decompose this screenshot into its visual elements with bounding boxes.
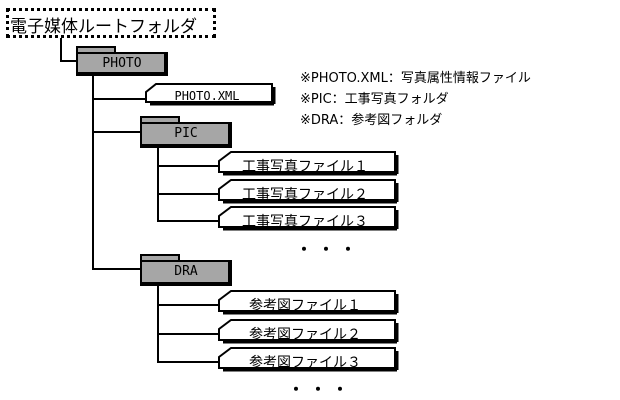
pic-file-1: 工事写真ファイル１: [218, 151, 399, 176]
photo-folder-icon: PHOTO: [76, 46, 168, 76]
dra-file-2: 参考図ファイル２: [218, 319, 399, 344]
dra-file-3-label: 参考図ファイル３: [249, 355, 361, 371]
file-icon: [218, 179, 399, 204]
photo-folder-body: [76, 52, 168, 76]
pic-folder-label: PIC: [174, 126, 198, 141]
connector-dra-trunk: [157, 283, 159, 363]
pic-file-2: 工事写真ファイル２: [218, 179, 399, 204]
connector-pic-file3: [157, 220, 219, 222]
dra-file-1-label: 参考図ファイル１: [249, 298, 361, 314]
connector-photo-trunk: [92, 74, 94, 270]
file-icon: [218, 347, 399, 372]
note-photo-xml: ※PHOTO.XML：写真属性情報ファイル: [300, 71, 531, 86]
photo-folder-label: PHOTO: [102, 56, 142, 71]
connector-dra-file3: [157, 361, 219, 363]
connector-pic-trunk: [157, 146, 159, 222]
dra-folder-body: [140, 260, 232, 286]
connector-dra-file2: [157, 333, 219, 335]
pic-file-2-label: 工事写真ファイル２: [242, 187, 368, 203]
pic-folder-body: [140, 122, 232, 148]
connector-pic-file1: [157, 165, 219, 167]
note-dra: ※DRA：参考図フォルダ: [300, 113, 443, 128]
connector-photo-to-dra: [92, 268, 140, 270]
file-icon: [218, 319, 399, 344]
pic-file-3-label: 工事写真ファイル３: [242, 214, 368, 230]
connector-root-down: [60, 38, 62, 62]
root-folder-box: [6, 8, 216, 38]
file-icon: [218, 290, 399, 315]
connector-photo-to-pic: [92, 131, 140, 133]
file-icon: [145, 83, 276, 106]
pic-file-1-label: 工事写真ファイル１: [242, 159, 368, 175]
connector-pic-file2: [157, 193, 219, 195]
dra-folder-label: DRA: [174, 264, 198, 279]
connector-dra-file1: [157, 304, 219, 306]
dra-folder-tab: [140, 254, 180, 262]
pic-folder-tab: [140, 116, 180, 124]
photo-xml-file: PHOTO.XML: [145, 83, 276, 106]
root-folder-label: 電子媒体ルートフォルダ: [10, 17, 197, 37]
pic-more-ellipsis: ・・・: [296, 240, 363, 259]
dra-folder-icon: DRA: [140, 254, 232, 286]
photo-xml-label: PHOTO.XML: [174, 89, 240, 103]
photo-folder-tab: [76, 46, 116, 54]
file-icon: [218, 206, 399, 231]
connector-root-to-photo: [60, 60, 80, 62]
pic-file-3: 工事写真ファイル３: [218, 206, 399, 231]
note-pic: ※PIC：工事写真フォルダ: [300, 92, 449, 107]
dra-file-3: 参考図ファイル３: [218, 347, 399, 372]
dra-more-ellipsis: ・・・: [288, 380, 355, 399]
dra-file-1: 参考図ファイル１: [218, 290, 399, 315]
pic-folder-icon: PIC: [140, 116, 232, 148]
connector-photo-to-xml: [92, 98, 146, 100]
file-icon: [218, 151, 399, 176]
dra-file-2-label: 参考図ファイル２: [249, 327, 361, 343]
